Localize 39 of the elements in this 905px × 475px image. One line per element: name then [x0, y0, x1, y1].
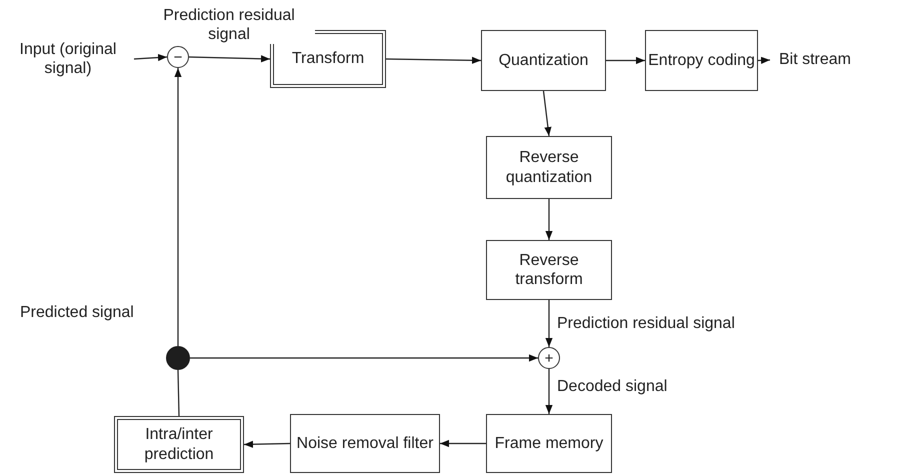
junction-dot [166, 346, 190, 370]
box-label: Intra/inter prediction [143, 425, 215, 464]
box-label: Frame memory [494, 434, 604, 454]
operator-sign: − [174, 50, 182, 64]
arrow [134, 54, 168, 62]
arrow [190, 354, 538, 362]
arrow [174, 68, 182, 346]
arrow [758, 56, 770, 64]
arrow [606, 56, 645, 64]
process-box [486, 136, 612, 199]
box-label: Quantization [498, 50, 588, 70]
operator-sign: + [544, 350, 554, 366]
box-label: Noise removal filter [296, 434, 434, 454]
process-box [481, 30, 606, 91]
edge-label: Predicted signal [20, 303, 134, 322]
subtractor-circle [167, 46, 189, 68]
process-box [290, 414, 440, 473]
arrow [545, 199, 553, 240]
arrow [244, 440, 290, 448]
arrow [545, 369, 553, 414]
process-box [114, 416, 244, 473]
process-box [486, 240, 612, 300]
box-label: Reverse quantization [504, 148, 594, 187]
output-label: Bit stream [778, 50, 851, 70]
arrow [440, 440, 486, 448]
box-label: Transform [292, 49, 364, 69]
box-label: Entropy coding [648, 50, 755, 70]
process-box [486, 414, 612, 473]
process-box [270, 30, 386, 88]
arrow [542, 90, 552, 136]
edge-label: Prediction residual signal [557, 314, 735, 334]
arrow [545, 300, 553, 347]
adder-circle [538, 347, 560, 369]
arrow [386, 56, 482, 64]
process-box [645, 30, 758, 91]
box-label: Reverse transform [514, 250, 584, 290]
input-label: Input (original signal) [18, 40, 118, 78]
arrow [188, 55, 270, 62]
edge-label: Decoded signal [557, 377, 668, 396]
